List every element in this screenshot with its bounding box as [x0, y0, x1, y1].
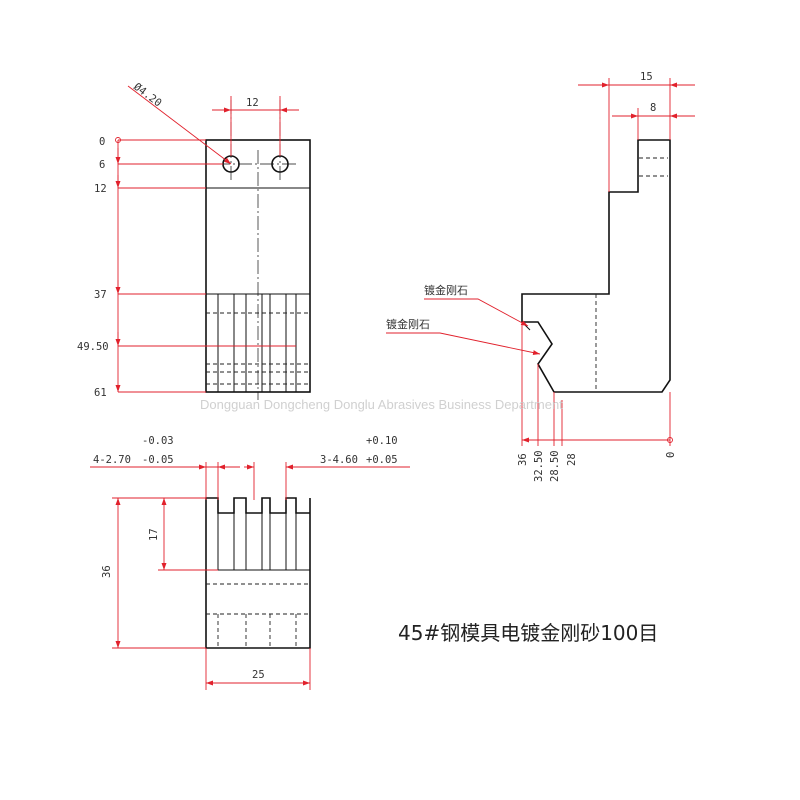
top-width-label: 15 [640, 71, 653, 83]
side-body-outline [521, 139, 671, 393]
front-view: Ø4.20 12 0 6 12 37 49.50 61 [77, 81, 311, 400]
dim-label-49-50: 49.50 [77, 341, 109, 353]
dim-label-61: 61 [94, 387, 107, 399]
dim-32-50: 32.50 [533, 450, 545, 482]
dim-28: 28 [566, 453, 578, 466]
dim-28-50: 28.50 [549, 450, 561, 482]
slot-tol-right-lower: +0.05 [366, 454, 398, 466]
dim-36: 36 [517, 453, 529, 466]
height-teeth-label: 17 [148, 528, 160, 541]
slot-tol-left-lower: -0.05 [142, 454, 174, 466]
side-view: 15 8 镀金刚石 镀金刚石 36 32.50 28.50 28 0 [386, 71, 695, 482]
slot-tol-left-upper: -0.03 [142, 435, 174, 447]
plating-label-lower: 镀金刚石 [386, 317, 430, 331]
dim-label-6: 6 [99, 159, 105, 171]
top-body-outline [205, 497, 311, 649]
slot-width-left: 4-2.70 [93, 454, 131, 466]
top-view: -0.03 4-2.70 -0.05 +0.10 3-4.60 +0.05 36… [90, 435, 410, 690]
plating-label-upper: 镀金刚石 [424, 283, 468, 297]
watermark: Dongguan Dongcheng Donglu Abrasives Busi… [200, 397, 563, 412]
step-width-label: 8 [650, 102, 656, 114]
dim-label-12: 12 [94, 183, 107, 195]
slot-width-right: 3-4.60 [320, 454, 358, 466]
slot-tol-right-upper: +0.10 [366, 435, 398, 447]
hole-diameter-label: Ø4.20 [131, 81, 163, 110]
height-total-label: 36 [101, 565, 113, 578]
hole-spacing-label: 12 [246, 97, 259, 109]
dim-label-37: 37 [94, 289, 107, 301]
front-teeth [206, 294, 310, 392]
material-note: 45#钢模具电镀金刚砂100目 [398, 621, 658, 645]
dim-0-side: 0 [665, 452, 677, 458]
width-label: 25 [252, 669, 265, 681]
dim-label-0: 0 [99, 136, 105, 148]
